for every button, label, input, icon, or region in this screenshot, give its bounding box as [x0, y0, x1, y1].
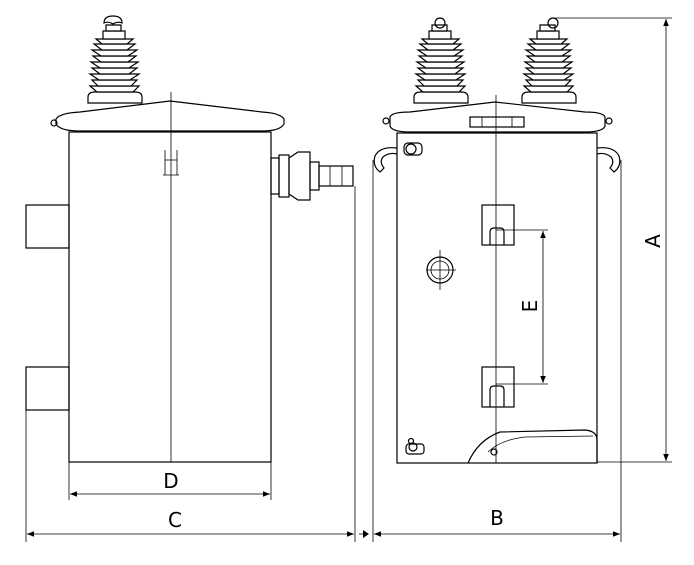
dimension-label-b: B — [490, 506, 504, 530]
dimension-label-a: A — [641, 234, 665, 248]
side-lid-lug — [50, 119, 58, 127]
front-hv-bushing-left — [413, 17, 469, 104]
front-lifting-lug-left — [373, 147, 398, 173]
front-mounting-bracket-lower — [481, 366, 515, 408]
front-hv-bushing-right — [521, 17, 577, 104]
front-ground-terminal-upper — [403, 142, 423, 156]
dimension-label-d: D — [163, 469, 178, 493]
view-gap-indicator — [359, 530, 369, 538]
dimension-label-c: C — [168, 508, 182, 532]
side-hv-elbow-connector — [270, 151, 354, 201]
side-lv-bushing-upper — [25, 204, 70, 249]
side-hv-bushing — [87, 15, 143, 104]
side-view: D C — [25, 15, 356, 542]
front-mounting-bracket-upper — [481, 204, 515, 246]
side-nameplate-bracket — [163, 150, 179, 176]
side-tank-body — [68, 131, 272, 463]
dimension-label-e: E — [518, 300, 542, 313]
front-ground-terminal-lower — [405, 437, 425, 455]
side-hv-terminal — [103, 15, 123, 25]
front-tank-body — [396, 132, 598, 464]
side-lv-bushing-lower — [25, 366, 70, 411]
front-view: E A B — [372, 17, 672, 542]
front-hv-terminal-right — [547, 17, 559, 29]
front-drain-valve-housing — [467, 429, 598, 464]
front-pressure-gauge — [426, 250, 456, 290]
front-cover-clamp — [469, 116, 525, 128]
front-hv-terminal-left — [434, 17, 446, 29]
side-tank-cover — [55, 100, 285, 132]
front-lifting-lug-right — [596, 147, 621, 173]
